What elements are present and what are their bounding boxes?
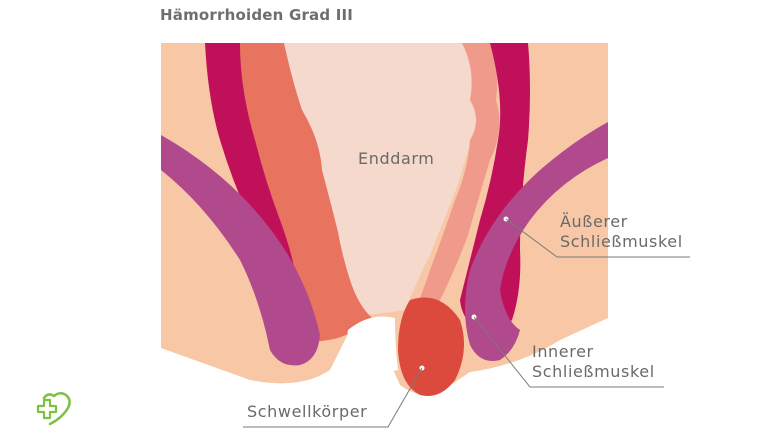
leader-line-aeusserer: [505, 218, 690, 258]
right-mucosa: [410, 43, 500, 322]
leader-line-schwell: [243, 367, 423, 428]
label-aeusserer-line2: Schließmuskel: [560, 232, 683, 251]
label-innerer-line2: Schließmuskel: [532, 362, 655, 381]
rectum-lumen: [282, 43, 478, 315]
hemorrhoid-prolapse: [398, 297, 464, 396]
label-aeusserer-schliessmuskel: Äußerer Schließmuskel: [560, 212, 683, 252]
page-title: Hämorrhoiden Grad III: [160, 6, 354, 24]
label-aeusserer-line1: Äußerer: [560, 212, 628, 231]
label-innerer-line1: Innerer: [532, 342, 594, 361]
anal-opening: [347, 316, 398, 372]
right-external-muscle: [465, 122, 608, 361]
health-heart-cross-icon: [36, 392, 71, 426]
label-innerer-schliessmuskel: Innerer Schließmuskel: [532, 342, 655, 382]
label-schwellkoerper: Schwellkörper: [247, 402, 368, 421]
leader-line-innerer: [473, 316, 664, 388]
label-enddarm: Enddarm: [358, 149, 435, 168]
left-external-muscle: [161, 135, 320, 366]
